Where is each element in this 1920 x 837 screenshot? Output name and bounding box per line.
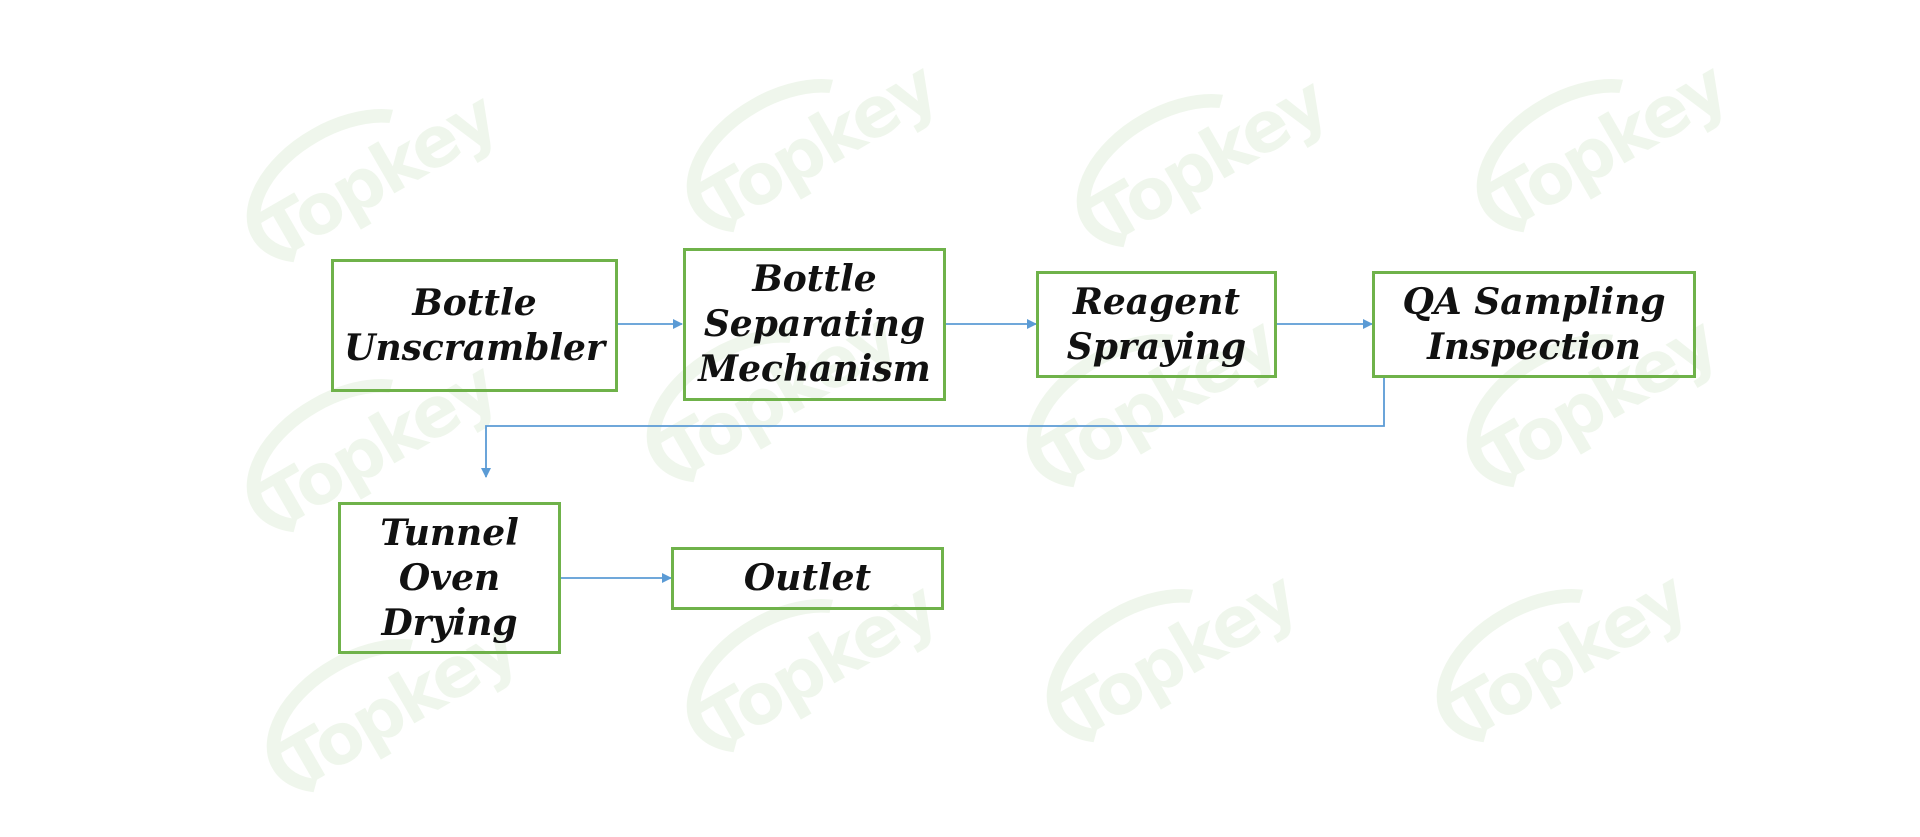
step-reagent-spraying: Reagent Spraying <box>1036 271 1277 378</box>
connector-layer <box>481 319 1385 583</box>
step-qa-sampling-inspection: QA Sampling Inspection <box>1372 271 1696 378</box>
flowchart-canvas: Topkey Topkey Topkey Topkey Topkey Topke… <box>219 46 1739 825</box>
step-tunnel-oven-drying: Tunnel Oven Drying <box>338 502 561 654</box>
step-bottle-unscrambler: Bottle Unscrambler <box>331 259 618 392</box>
step-bottle-separating-mechanism: Bottle Separating Mechanism <box>683 248 946 401</box>
arrow-qa-to-tunnel-oven <box>481 378 1385 478</box>
step-outlet: Outlet <box>671 547 944 610</box>
